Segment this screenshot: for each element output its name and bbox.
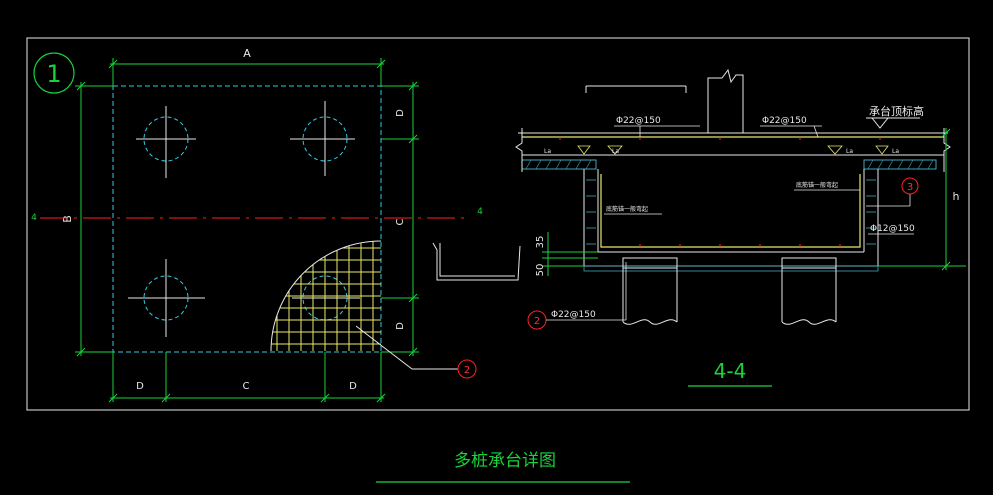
screed-right [863, 159, 937, 170]
pile-bottom-right [292, 266, 360, 335]
side-callout-circle [901, 177, 919, 195]
pile-bottom-left [128, 259, 205, 337]
base-screed [583, 265, 879, 272]
dimension-right-d2: D [395, 322, 406, 330]
rebar-top-left-label: Φ22@150 [616, 116, 661, 126]
dimension-a [108, 58, 386, 86]
dimension-b-label: B [61, 215, 74, 223]
dimension-bottom [108, 352, 386, 403]
la-mark-2: La [612, 148, 619, 155]
dimension-right-d1: D [395, 109, 406, 117]
bottom-callout-number: 2 [534, 316, 540, 327]
pile-top-left [136, 106, 196, 178]
la-marks [577, 145, 889, 155]
wall-rebars [600, 174, 861, 248]
drawing-frame [26, 37, 970, 411]
plan-callout-leader [355, 325, 458, 370]
dimension-35-50 [542, 232, 598, 276]
top-rebar-ticks [559, 137, 881, 140]
dimension-50: 50 [535, 264, 546, 277]
dimension-bottom-d2: D [349, 381, 357, 392]
bent-bar-detail [432, 242, 521, 281]
plan-callout-circle [457, 359, 477, 379]
view-number-circle [33, 52, 75, 94]
dimension-bottom-d1: D [136, 381, 144, 392]
rebar-mesh-arc [270, 240, 382, 352]
dimension-bottom-c: C [243, 381, 250, 392]
plan-view: 1 A B [31, 47, 483, 403]
column-stub [707, 68, 744, 133]
bottom-rebar-ticks [639, 244, 841, 247]
rebar-side-label: Φ12@150 [870, 224, 915, 234]
la-mark-4: La [892, 148, 899, 155]
la-mark-3: La [846, 148, 853, 155]
break-marks [515, 128, 951, 172]
dimension-right [381, 81, 419, 357]
side-callout-number: 3 [907, 182, 913, 193]
note-right: 底筋锚一般弯起 [796, 181, 838, 189]
cap-top-elevation-label: 承台顶标高 [869, 104, 924, 118]
dimension-35: 35 [535, 236, 546, 249]
drawing-title: 多桩承台详图 [454, 451, 556, 471]
pile-top-right [290, 101, 355, 176]
plan-callout-number: 2 [464, 365, 470, 376]
elevation-symbol [870, 117, 890, 129]
note-left: 底筋锚一般弯起 [606, 205, 648, 213]
rebar-bottom-label: Φ22@150 [551, 310, 596, 320]
axis-label-right: 4 [477, 207, 483, 217]
view-number: 1 [46, 60, 61, 88]
axis-label-left: 4 [31, 213, 37, 223]
dimension-right-c: C [395, 218, 406, 225]
section-pile-left [622, 257, 678, 325]
section-name: 4-4 [714, 359, 747, 383]
section-view: 35 50 h 承台顶标高 Φ22@150 Φ22@150 La La La [515, 68, 966, 387]
la-mark-1: La [544, 148, 551, 155]
dimension-h-label: h [953, 190, 960, 203]
dimension-h [878, 128, 966, 271]
cap-outline [112, 85, 382, 353]
dimension-b [75, 81, 113, 357]
screed-left [521, 159, 597, 170]
wall-hatch [586, 179, 876, 245]
rebar-top-right-label: Φ22@150 [762, 116, 807, 126]
rebar-mesh [271, 241, 381, 351]
section-pile-right [781, 257, 837, 325]
dimension-a-label: A [243, 47, 251, 60]
